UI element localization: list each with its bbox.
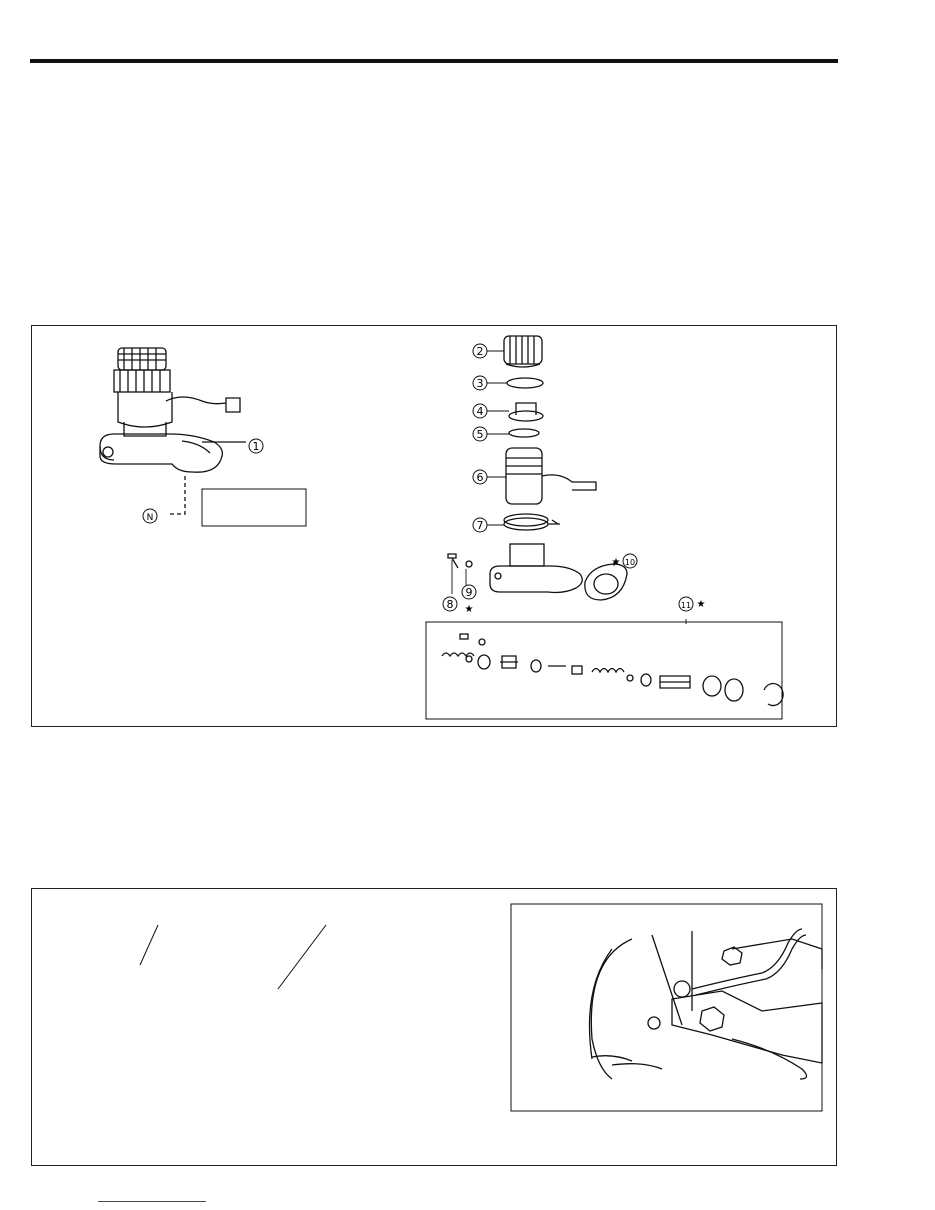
cylinder-body-drawing	[489, 543, 583, 594]
photo-frame	[510, 903, 823, 1112]
callout-11	[678, 596, 694, 612]
connector-bolt-drawing	[447, 553, 473, 569]
brake-line-photo-drawing	[588, 928, 823, 1080]
reservoir-drawing	[505, 447, 597, 505]
callout-1	[248, 438, 264, 454]
assembled-master-cylinder-drawing	[99, 347, 246, 515]
callout-4-label: 4	[477, 405, 484, 418]
callout-10	[622, 553, 638, 569]
label-box	[201, 488, 307, 527]
leader-line-2	[277, 924, 327, 990]
callout-1-label: 1	[253, 440, 260, 453]
repair-kit-box	[425, 621, 783, 720]
gasket-drawing	[584, 563, 628, 601]
installation-diagram	[139, 903, 823, 1112]
filter-drawing	[506, 377, 544, 389]
callout-8-label: 8	[447, 598, 454, 611]
exploded-view-panel: 1 2 3 4 5 6 7 8 9 10 11 N ★ ★ ★	[31, 325, 837, 727]
repair-kit-parts-drawing	[441, 633, 784, 707]
callout-4	[472, 403, 488, 419]
installation-panel	[31, 888, 837, 1166]
callout-3-label: 3	[477, 377, 484, 390]
callout-n-label: N	[147, 513, 154, 523]
reservoir-cap-drawing	[503, 335, 543, 368]
callout-10-label: 10	[625, 558, 635, 567]
callout-5	[472, 426, 488, 442]
footer-link[interactable]	[98, 1201, 206, 1202]
float-drawing	[508, 402, 544, 422]
star-mark-10: ★	[612, 557, 621, 568]
callout-5-label: 5	[477, 428, 484, 441]
callout-6-label: 6	[477, 471, 484, 484]
star-mark-9: ★	[465, 604, 474, 615]
seal-drawing	[508, 428, 540, 438]
callout-2-label: 2	[477, 345, 484, 358]
callout-9	[461, 584, 477, 600]
callout-9-label: 9	[466, 586, 473, 599]
callout-7	[472, 517, 488, 533]
leader-line-1	[139, 924, 159, 966]
header-rule	[30, 59, 838, 63]
callout-2	[472, 343, 488, 359]
callout-11-label: 11	[681, 601, 691, 610]
callout-n	[142, 508, 158, 524]
exploded-view-diagram: 1 2 3 4 5 6 7 8 9 10 11 N ★ ★ ★	[99, 335, 784, 720]
callout-8	[442, 596, 458, 612]
callout-6	[472, 469, 488, 485]
callout-7-label: 7	[477, 519, 484, 532]
star-mark-11: ★	[697, 599, 706, 610]
callout-3	[472, 375, 488, 391]
clamp-drawing	[503, 513, 560, 531]
